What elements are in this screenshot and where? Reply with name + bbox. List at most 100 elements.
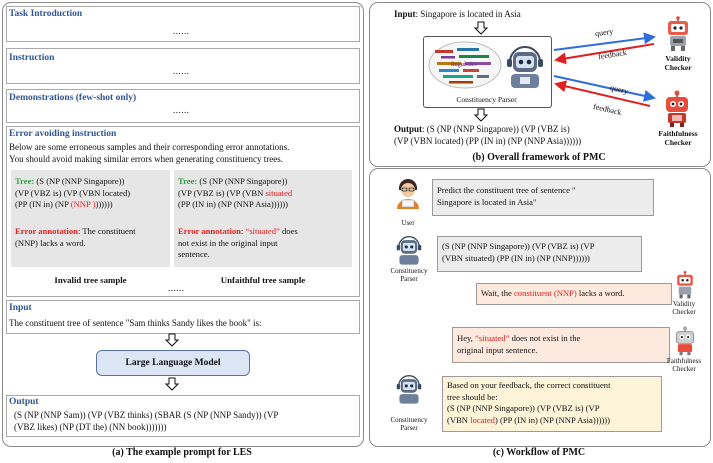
input-box: Input The constituent tree of sentence "… <box>6 300 360 334</box>
caption-c: (c) Workflow of PMC <box>492 447 586 458</box>
final-tree-line-2: tree should be: <box>447 391 498 402</box>
user-label: User <box>401 219 415 227</box>
faith-message-red: “situated” <box>475 333 510 343</box>
unfaithful-tree-label: Tree: <box>178 176 198 186</box>
unfaithful-annotation-label: Error annotation <box>178 226 241 236</box>
input-text: The constituent tree of sentence "Sam th… <box>9 318 262 328</box>
demonstrations-title: Demonstrations (few-shot only) <box>9 93 137 103</box>
output-box: Output (S (NP (NNP Sam)) (VP (VBZ thinks… <box>6 395 360 437</box>
invalid-tree-line-2: (VP (VBZ is) (VP (VBN located) <box>15 187 131 198</box>
instruction-ellipsis: ...... <box>173 66 190 76</box>
task-intro-box: Task Introduction ...... <box>6 6 360 42</box>
invalid-tree-line-3-end: )))))) <box>95 199 113 209</box>
unfaithful-sample-card: Tree: (S (NP (NNP Singapore)) (VP (VBZ i… <box>174 170 352 267</box>
unfaithful-annotation-colon: : <box>240 226 246 236</box>
final-tree-corrected-word: located <box>470 414 495 425</box>
output-title: Output <box>9 397 39 407</box>
word-cloud-icon <box>428 41 502 89</box>
faithfulness-message-bubble: Hey, “situated” does not exist in the or… <box>452 327 670 363</box>
faith-message-pre: Hey, <box>457 333 476 343</box>
instruction-box: Instruction ...... <box>6 48 360 84</box>
parser-label-3: Constituency Parser <box>390 416 428 432</box>
word-cloud-label: linguistics <box>451 62 477 68</box>
invalid-annotation-line-2: (NNP) lacks a word. <box>15 237 86 248</box>
input-title: Input <box>9 303 32 313</box>
validity-message-post: lacks a word. <box>576 288 625 298</box>
framework-down-arrow-2 <box>474 108 488 122</box>
demonstrations-box: Demonstrations (few-shot only) ...... <box>6 89 360 123</box>
output-line-2: (VBZ likes) (NP (DT the) (NN book))))))) <box>14 422 167 432</box>
unfaithful-tree-line-2: (VP (VBZ is) (VP (VBN <box>178 187 266 198</box>
framework-down-arrow-1 <box>474 21 488 35</box>
validity-checker-robot-icon-2 <box>677 271 693 299</box>
parser-robot-icon <box>507 46 543 88</box>
unfaithful-annotation-line-1-end: does <box>279 226 298 236</box>
validity-checker-robot-icon <box>668 16 688 51</box>
unfaithful-sample-annotation: Error annotation: “situated” does not ex… <box>178 226 353 261</box>
invalid-annotation-label: Error annotation <box>15 226 78 236</box>
task-intro-ellipsis: ...... <box>173 26 190 36</box>
validity-message-text: Wait, the constituent (NNP) lacks a word… <box>481 288 667 300</box>
down-arrow-to-output <box>165 377 179 391</box>
framework-output-line-1: : (S (NP (NNP Singapore)) (VP (VBZ is) <box>422 124 570 134</box>
faithfulness-message-line-2: original input sentence. <box>457 344 538 355</box>
caption-b: (b) Overall framework of PMC <box>472 152 606 163</box>
parser-label: Constituency Parser <box>456 95 517 104</box>
faithfulness-checker-robot-icon-2 <box>675 326 695 356</box>
final-tree-line-3: (S (NP (NNP Singapore)) (VP (VBZ is) (VP <box>447 403 600 413</box>
error-avoiding-line-1: Below are some erroneous samples and the… <box>9 142 290 152</box>
invalid-annotation-line-1: : The constituent <box>77 226 136 236</box>
invalid-tree-error-span: (NNP ) <box>70 199 96 209</box>
unfaithful-annotation-line-2: not exist in the original input <box>178 237 278 248</box>
framework-input-text: : Singapore is located in Asia <box>415 9 521 19</box>
framework-input: Input: Singapore is located in Asia <box>394 9 521 21</box>
faithfulness-checker-robot-icon <box>666 90 688 127</box>
validity-checker-label-2: Validity Checker <box>672 300 696 316</box>
validity-message-pre: Wait, the <box>481 288 514 298</box>
unfaithful-annotation-red-word: “situated” <box>245 226 280 236</box>
final-tree-line-4-pre: (VBN <box>447 414 471 425</box>
invalid-tree-line-3: (PP (IN in) (NP <box>15 199 71 209</box>
framework-output: Output: (S (NP (NNP Singapore)) (VP (VBZ… <box>394 124 581 147</box>
parser-label-2: Constituency Parser <box>390 267 428 283</box>
faith-message-post: does not exist in the <box>509 333 581 343</box>
feedback-arrow-1 <box>554 43 655 65</box>
final-tree-line-4-post: ) (PP (IN in) (NP (NNP Asia)))))) <box>494 414 611 425</box>
query-feedback-arrows <box>553 32 656 107</box>
parser-robot-icon-2 <box>396 236 422 265</box>
parser-robot-icon-3 <box>396 375 422 404</box>
error-avoiding-title: Error avoiding instruction <box>9 129 117 139</box>
faithfulness-checker-label: Faithfulness Checker <box>658 129 698 147</box>
parser-message-line-1: (S (NP (NNP Singapore)) (VP (VBZ is) (VP <box>442 241 595 251</box>
final-tree-bubble: Based on your feedback, the correct cons… <box>442 376 662 432</box>
task-intro-title: Task Introduction <box>9 9 83 19</box>
unfaithful-sample-caption: Unfaithful tree sample <box>220 275 306 285</box>
output-line-1: (S (NP (NNP Sam)) (VP (VBZ thinks) (SBAR… <box>14 410 279 420</box>
parser-message-bubble: (S (NP (NNP Singapore)) (VP (VBZ is) (VP… <box>437 236 642 272</box>
down-arrow-to-llm <box>165 333 179 347</box>
invalid-sample-card: Tree: (S (NP (NNP Singapore)) (VP (VBZ i… <box>11 170 170 267</box>
framework-input-label: Input <box>394 9 416 19</box>
user-message-line-1: Predict the constituent tree of sentence… <box>437 185 576 195</box>
validity-message-bubble: Wait, the constituent (NNP) lacks a word… <box>476 283 672 305</box>
parser-message-line-2: (VBN situated) (PP (IN in) (NP (NNP)))))… <box>442 252 590 263</box>
user-message-bubble: Predict the constituent tree of sentence… <box>432 179 654 216</box>
framework-output-label: Output <box>394 124 423 134</box>
demonstrations-ellipsis: ...... <box>173 105 190 115</box>
final-tree-line-1: Based on your feedback, the correct cons… <box>447 380 611 390</box>
unfaithful-tree-line-1: (S (NP (NNP Singapore)) <box>197 176 288 186</box>
instruction-title: Instruction <box>9 53 55 63</box>
user-avatar-icon <box>397 179 419 209</box>
final-tree-line-4: (VBN located) (PP (IN in) (NP (NNP Asia)… <box>447 415 657 427</box>
invalid-sample-tree: Tree: (S (NP (NNP Singapore)) (VP (VBZ i… <box>15 176 171 211</box>
query-arrow-1 <box>553 32 656 51</box>
invalid-tree-label: Tree: <box>15 176 35 186</box>
invalid-sample-annotation: Error annotation: The constituent (NNP) … <box>15 226 171 249</box>
invalid-tree-line-1: (S (NP (NNP Singapore)) <box>34 176 125 186</box>
validity-message-red: constituent (NNP) <box>513 288 577 298</box>
unfaithful-tree-error-word: situated <box>265 187 293 198</box>
feedback-arrow-2 <box>554 80 651 107</box>
framework-output-line-2: (VP (VBN located) (PP (IN in) (NP (NNP A… <box>394 135 582 146</box>
unfaithful-annotation-line-3: sentence. <box>178 249 210 259</box>
samples-ellipsis: ...... <box>168 283 185 293</box>
